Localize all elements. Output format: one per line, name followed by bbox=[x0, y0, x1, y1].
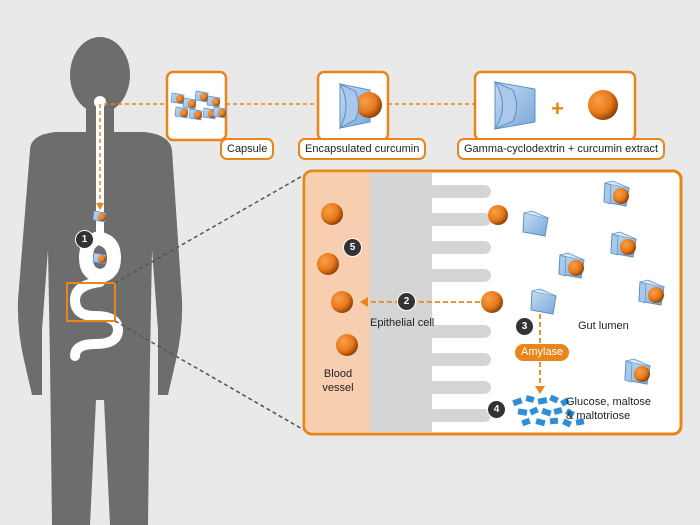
zoom-line-top bbox=[114, 174, 305, 284]
ingestion-arrowhead bbox=[96, 203, 104, 210]
blood-vessel-label-line1: Blood bbox=[323, 368, 353, 380]
products-label-line2: & maltotriose bbox=[566, 410, 631, 422]
combo-box bbox=[473, 70, 637, 142]
step-1-badge: 1 bbox=[75, 230, 94, 249]
encapsulated-curcumin-label: Encapsulated curcumin bbox=[298, 138, 427, 160]
capsule-box bbox=[165, 70, 228, 142]
absorption-arrowhead bbox=[360, 297, 368, 307]
human-silhouette bbox=[17, 37, 183, 525]
zoom-panel bbox=[302, 169, 683, 436]
curcumin-blood-3 bbox=[331, 291, 353, 313]
villi bbox=[428, 185, 491, 422]
intestine-highlight-box bbox=[66, 282, 116, 322]
blood-vessel-label-line2: vessel bbox=[322, 382, 354, 394]
curcumin-blood-1 bbox=[321, 203, 343, 225]
step-3-badge: 3 bbox=[515, 317, 534, 336]
capsule-in-stomach-icon bbox=[92, 252, 107, 265]
encapsulated-curcumin-box bbox=[316, 70, 390, 142]
amylase-label: Amylase bbox=[515, 344, 570, 361]
products-label-line1: Glucose, maltose bbox=[566, 396, 651, 408]
step-4-badge: 4 bbox=[487, 400, 506, 419]
capsule-label: Capsule bbox=[220, 138, 275, 160]
curcumin-blood-4 bbox=[336, 334, 358, 356]
capsule-in-gullet-icon bbox=[92, 210, 107, 223]
curcumin-lumen-2 bbox=[481, 291, 503, 313]
curcumin-blood-2 bbox=[317, 253, 339, 275]
zoom-line-bottom bbox=[114, 320, 305, 431]
step-2-badge: 2 bbox=[397, 292, 416, 311]
plus-sign: + bbox=[551, 96, 564, 121]
curcumin-lumen-1 bbox=[488, 205, 508, 225]
step-5-badge: 5 bbox=[343, 238, 362, 257]
glucose-fragments bbox=[512, 394, 585, 428]
gut-lumen-label: Gut lumen bbox=[578, 320, 629, 332]
digestion-arrowhead bbox=[535, 386, 545, 394]
epithelial-cell-label: Epithelial cell bbox=[370, 317, 435, 329]
combo-label: Gamma-cyclodextrin + curcumin extract bbox=[457, 138, 666, 160]
